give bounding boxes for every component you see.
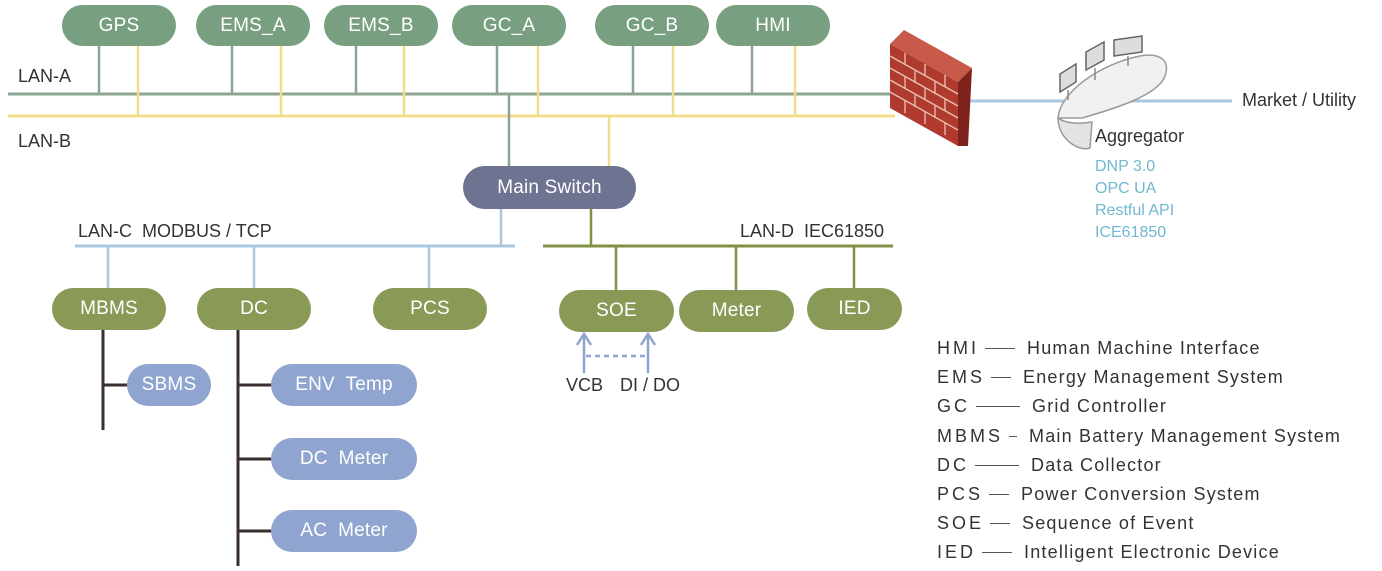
- legend-dash: [976, 405, 1020, 408]
- soe-input-di-do: DI / DO: [620, 375, 681, 395]
- lan-a-label: LAN-A: [18, 66, 72, 86]
- market-utility-label: Market / Utility: [1242, 90, 1357, 110]
- lan-b-drops: [136, 44, 797, 168]
- node-pcs[interactable]: PCS: [373, 288, 487, 330]
- lan-d-drops: [614, 246, 856, 290]
- legend-row: EMS Energy Management System: [937, 367, 1284, 388]
- legend-abbr: EMS: [937, 367, 986, 387]
- legend-desc: Grid Controller: [1032, 396, 1168, 416]
- mbms-tree: [101, 329, 128, 430]
- legend-row: SOE Sequence of Event: [937, 513, 1195, 534]
- node-main-switch[interactable]: Main Switch: [463, 166, 636, 209]
- legend-row: GC Grid Controller: [937, 396, 1167, 417]
- legend-row: HMI Human Machine Interface: [937, 338, 1261, 359]
- legend-dash: [982, 551, 1013, 554]
- legend-desc: Main Battery Management System: [1029, 426, 1342, 446]
- node-mbms[interactable]: MBMS: [52, 288, 166, 330]
- legend-abbr: PCS: [937, 484, 984, 504]
- legend-abbr: IED: [937, 542, 977, 562]
- lan-c-label: LAN-C MODBUS / TCP: [78, 221, 272, 241]
- protocol-item: Restful API: [1095, 202, 1175, 219]
- soe-input-vcb: VCB: [566, 375, 604, 395]
- lan-d-label: LAN-D IEC61850: [740, 221, 885, 241]
- legend-desc: Human Machine Interface: [1027, 338, 1261, 358]
- node-sbms[interactable]: SBMS: [127, 364, 211, 406]
- legend-desc: Sequence of Event: [1022, 513, 1195, 533]
- legend-abbr: GC: [937, 396, 970, 416]
- soe-input-arrows: [575, 331, 657, 373]
- node-dc-meter[interactable]: DC Meter: [271, 438, 417, 480]
- node-env-temp[interactable]: ENV Temp: [271, 364, 417, 406]
- protocol-item: DNP 3.0: [1095, 158, 1156, 175]
- node-hmi[interactable]: HMI: [716, 5, 830, 46]
- legend-dash: [1009, 435, 1017, 438]
- legend-dash: [990, 522, 1011, 525]
- aggregator-icon: [1057, 35, 1168, 150]
- legend-desc: Power Conversion System: [1021, 484, 1261, 504]
- legend-abbr: HMI: [937, 338, 979, 358]
- legend-row: PCS Power Conversion System: [937, 484, 1261, 505]
- protocol-item: OPC UA: [1095, 180, 1157, 197]
- node-gps[interactable]: GPS: [62, 5, 176, 46]
- dc-tree: [236, 329, 272, 566]
- node-gc-b[interactable]: GC_B: [595, 5, 709, 46]
- node-ied[interactable]: IED: [807, 288, 902, 330]
- legend-dash: [975, 464, 1019, 467]
- node-meter[interactable]: Meter: [679, 290, 794, 332]
- node-ems-b[interactable]: EMS_B: [324, 5, 438, 46]
- legend-row: DC Data Collector: [937, 455, 1162, 476]
- legend-desc: Intelligent Electronic Device: [1024, 542, 1280, 562]
- node-ac-meter[interactable]: AC Meter: [271, 510, 417, 552]
- lan-a-drops: [97, 44, 754, 168]
- node-ems-a[interactable]: EMS_A: [196, 5, 310, 46]
- legend-row: IED Intelligent Electronic Device: [937, 542, 1280, 563]
- legend-dash: [985, 347, 1015, 350]
- legend-row: MBMS Main Battery Management System: [937, 426, 1341, 447]
- legend-desc: Data Collector: [1031, 455, 1162, 475]
- node-dc[interactable]: DC: [197, 288, 311, 330]
- firewall-icon: [889, 30, 972, 146]
- node-gc-a[interactable]: GC_A: [452, 5, 566, 46]
- legend-abbr: DC: [937, 455, 969, 475]
- legend-dash: [991, 376, 1012, 379]
- legend-desc: Energy Management System: [1023, 367, 1284, 387]
- protocol-item: ICE61850: [1095, 224, 1167, 241]
- lan-c-drops: [106, 246, 431, 289]
- legend-abbr: SOE: [937, 513, 985, 533]
- lan-b-label: LAN-B: [18, 131, 72, 151]
- aggregator-label: Aggregator: [1095, 126, 1185, 146]
- legend-abbr: MBMS: [937, 426, 1003, 446]
- legend-dash: [989, 493, 1010, 496]
- node-soe[interactable]: SOE: [559, 290, 674, 332]
